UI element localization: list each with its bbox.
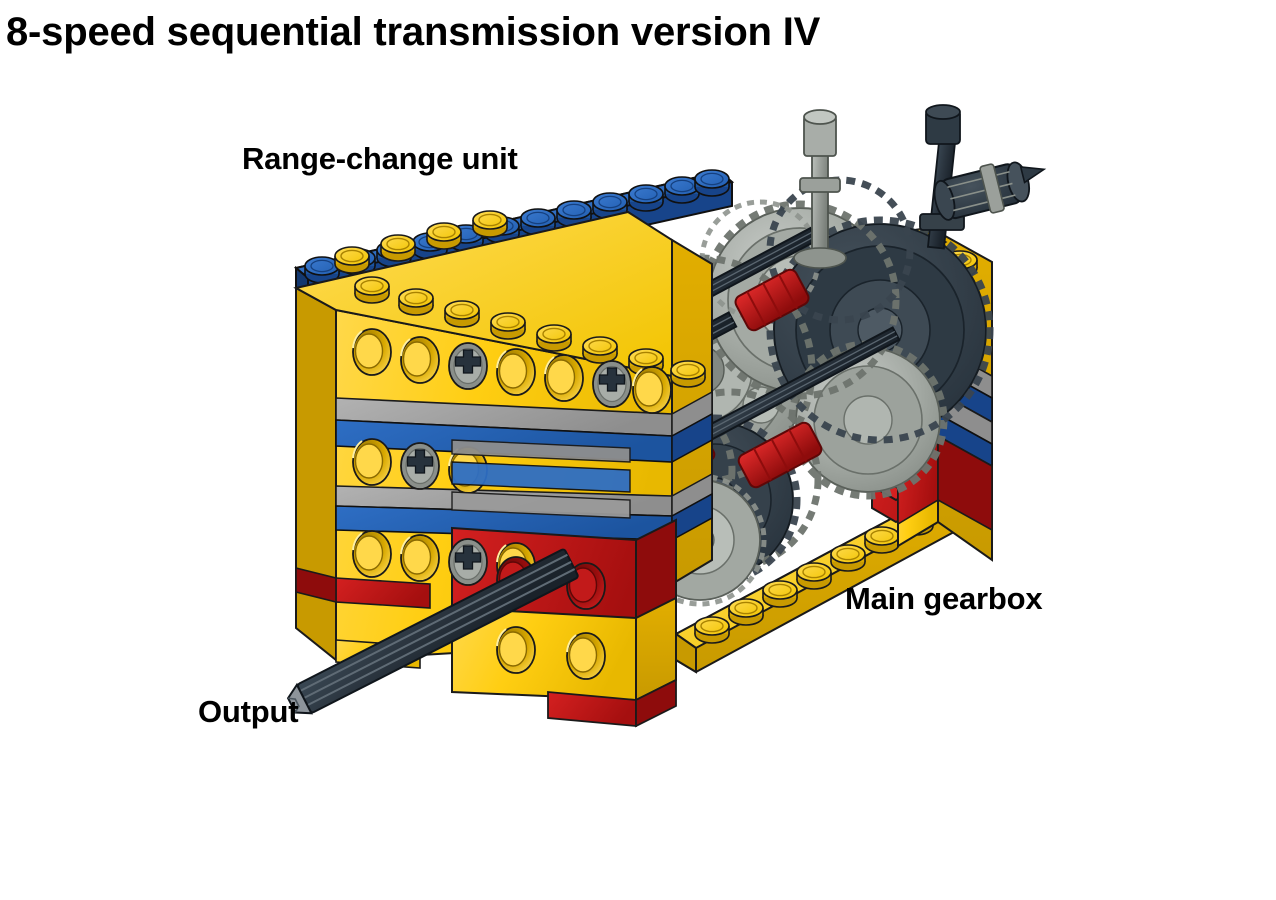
annotation-range-change-unit: Range-change unit xyxy=(242,141,518,176)
output-axle xyxy=(286,548,579,715)
shifter-axle-gray xyxy=(793,109,847,269)
annotation-main-gearbox: Main gearbox xyxy=(845,581,1043,616)
right-coupling-assembly xyxy=(933,161,1047,221)
page-title: 8-speed sequential transmission version … xyxy=(6,10,821,54)
left-frame-wall xyxy=(293,210,713,728)
annotation-output: Output xyxy=(198,694,299,729)
